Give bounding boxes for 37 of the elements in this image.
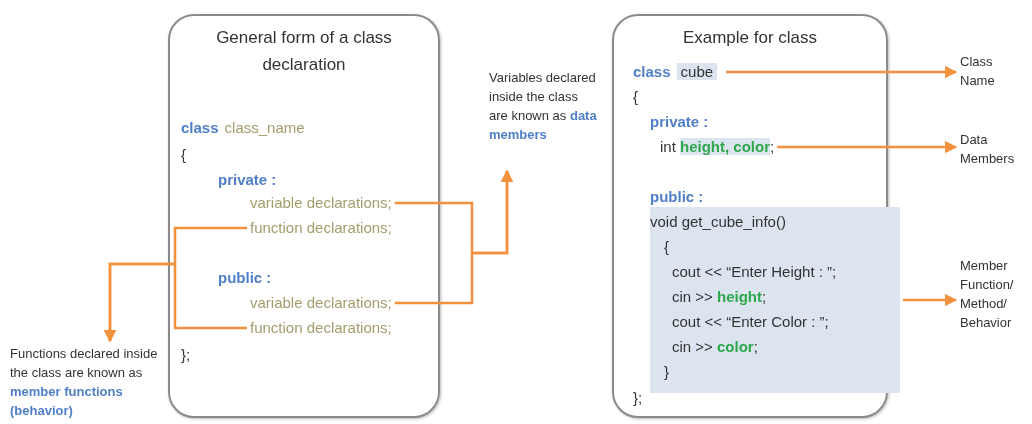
annotation-text: Data Members — [960, 130, 1032, 174]
code-line: private : — [650, 112, 709, 132]
code-line: function declarations; — [250, 318, 392, 338]
code-block — [650, 207, 900, 393]
code-text: cube — [676, 63, 718, 80]
code-line: cout << “Enter Height : ”; — [671, 262, 838, 282]
code-line: cin >> color; — [671, 337, 759, 357]
code-line: }; — [633, 388, 643, 408]
code-panel — [168, 14, 440, 418]
arrow — [777, 140, 958, 154]
code-line: { — [663, 237, 670, 257]
arrow — [394, 169, 514, 305]
code-line: function declarations; — [250, 218, 392, 238]
code-text: class — [633, 63, 671, 80]
code-line: }; — [181, 345, 191, 365]
code-line: void get_cube_info() — [650, 212, 787, 232]
code-line: { — [181, 145, 186, 165]
code-line: public : — [650, 187, 704, 207]
code-text: class — [181, 119, 219, 136]
code-line: variable declarations; — [250, 293, 392, 313]
code-line: cin >> height; — [671, 287, 768, 307]
code-line: variable declarations; — [250, 193, 392, 213]
code-line: public : — [218, 268, 272, 288]
arrow — [103, 262, 247, 343]
code-text: class_name — [224, 119, 305, 136]
annotation-text: Variables declared inside the class are known as data members — [489, 68, 599, 168]
code-line: } — [663, 362, 670, 382]
annotation-text: Class Name — [960, 52, 1030, 96]
arrow — [903, 293, 958, 307]
panel-title: Example for class — [681, 27, 819, 49]
panel-title: General form of a class declaration — [215, 27, 393, 76]
annotation-text: Functions declared inside the class are known as member functions (behavior) — [10, 344, 170, 424]
annotation-text: Member Function/ Method/ Behavior — [960, 256, 1032, 340]
arrow — [726, 65, 958, 79]
code-line: { — [633, 87, 638, 107]
code-line: private : — [218, 170, 277, 190]
code-line: cout << “Enter Color : ”; — [671, 312, 830, 332]
